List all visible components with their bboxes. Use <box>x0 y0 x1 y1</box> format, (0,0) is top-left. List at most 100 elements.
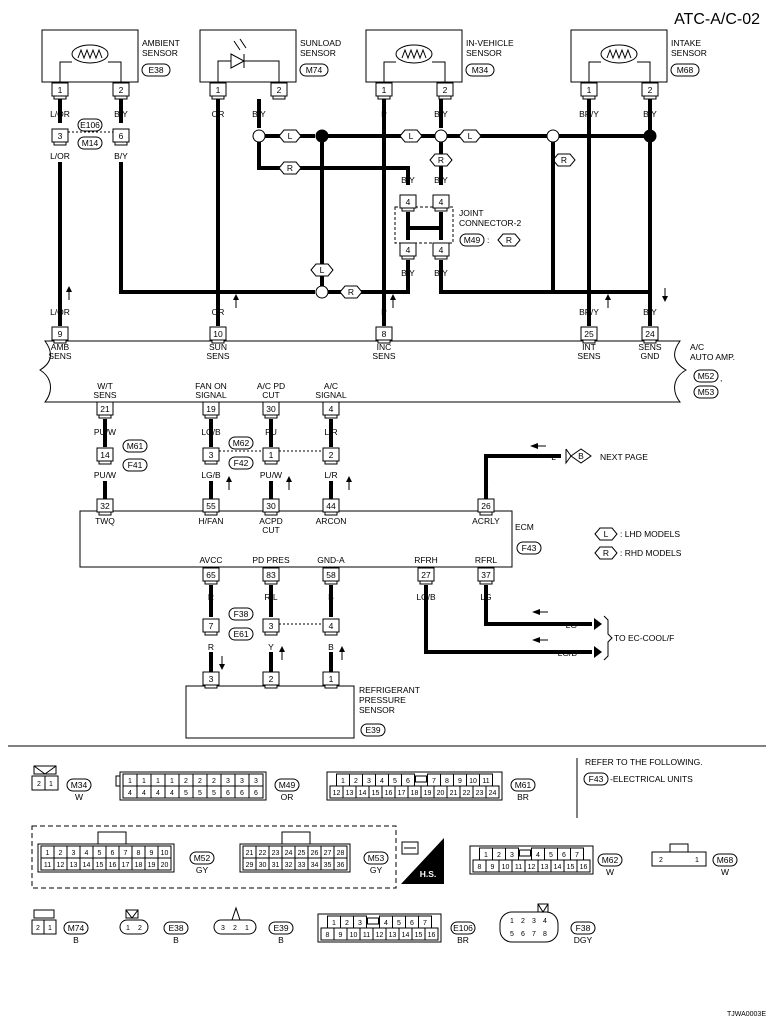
amp-bottom-pin-21-tab <box>98 414 112 419</box>
ecm-top-pin-26-number: 26 <box>481 501 491 511</box>
option-tag-rhd-2 <box>339 285 363 299</box>
connector-view-m53-cell-label-23: 23 <box>272 850 280 857</box>
connector-m62-pin-1-tab <box>264 460 278 465</box>
connector-view-m53-cell-label-25: 25 <box>298 850 306 857</box>
connector-view-e106-cell-label-10: 10 <box>350 932 358 939</box>
auto-amp-connector-m52 <box>693 369 719 383</box>
connector-view-m62-cell-label-11: 11 <box>515 864 522 871</box>
amp-top-pin-24-tab <box>643 339 657 344</box>
int-route-point <box>546 129 560 143</box>
connector-view-m61-cell-24 <box>485 785 500 799</box>
connector-e61-pin-4-number: 4 <box>329 621 334 631</box>
connector-view-m74-id <box>63 921 89 935</box>
connector-view-m53-cell-label-21: 21 <box>246 850 254 857</box>
signal-arrow-gnd <box>662 296 668 302</box>
connector-view-m49-cell-label-2: 2 <box>198 778 202 785</box>
connector-view-m52-cell-label-19: 19 <box>148 862 156 869</box>
sensor-m68-pin-1-number: 1 <box>587 85 592 95</box>
connector-view-m62-cell-label-9: 9 <box>491 864 495 871</box>
sensor-m74-body <box>199 29 297 83</box>
connector-view-f38-pin-1: 1 <box>510 918 514 925</box>
connector-e61-pin-7-number: 7 <box>209 621 214 631</box>
signal-arrow-sun <box>233 294 239 300</box>
wire-color-next-page: L <box>551 452 556 462</box>
connector-view-m53-cell-label-27: 27 <box>324 850 332 857</box>
connector-view-m61-cell-label-9: 9 <box>458 778 462 785</box>
ecm-top-pin-32-number: 32 <box>100 501 110 511</box>
option-tag-lhd-4-text: L <box>468 131 473 141</box>
connector-view-e38-pin-1: 1 <box>126 925 130 932</box>
connector-view-m61-cell-label-14: 14 <box>359 790 367 797</box>
connector-view-m49-cell-label-6: 6 <box>226 790 230 797</box>
connector-view-m53-cell-label-32: 32 <box>285 862 293 869</box>
sensor-m34-pin-1-number: 1 <box>382 85 387 95</box>
connector-m61-id-text: M61 <box>127 441 144 451</box>
amp-top-pin-10-number: 10 <box>213 329 223 339</box>
ecm-bottom-pin-27-tab <box>419 580 433 585</box>
connector-view-e106-latch <box>367 917 379 925</box>
wire-color-rfrl: LG <box>480 592 491 602</box>
image-code: TJWA0003E <box>727 1011 766 1018</box>
connector-view-m61-cell-label-2: 2 <box>354 778 358 785</box>
connector-view-m68-color: W <box>721 867 729 877</box>
connector-view-m53-cell-36 <box>333 857 348 871</box>
ecm-bottom-pin-58-tab <box>324 580 338 585</box>
pressure-sensor-pin-1-tab <box>324 684 338 689</box>
wire-color-pdpres-2: Y <box>268 642 274 652</box>
connector-view-m53-id <box>363 851 389 865</box>
connector-view-e106-cell-label-14: 14 <box>402 932 410 939</box>
connector-view-m49-id <box>274 778 300 792</box>
ecm-top-pin-label-26: ACRLY <box>472 516 500 526</box>
connector-view-m61-cell-label-3: 3 <box>367 778 371 785</box>
connector-view-m52-cell-label-12: 12 <box>57 862 65 869</box>
connector-view-m52-cell-label-15: 15 <box>96 862 104 869</box>
joint-connector-frame <box>394 206 454 244</box>
connector-m14-pin-3-tab <box>53 141 67 146</box>
wire-sun-r-route <box>257 142 410 185</box>
auto-amp-body <box>39 340 688 403</box>
ecm-top-pin-26-tab <box>479 511 493 516</box>
connector-view-m49-cell-label-6: 6 <box>240 790 244 797</box>
auto-amp-separator: , <box>720 373 722 383</box>
connector-view-m52-cell-label-1: 1 <box>46 850 50 857</box>
ecm-top-pin-44-number: 44 <box>326 501 336 511</box>
connector-view-m49-cell-label-4: 4 <box>156 790 160 797</box>
wire-rfrl <box>484 585 592 626</box>
connector-view-m52-cell-label-20: 20 <box>161 862 169 869</box>
pressure-sensor-pin-2-tab <box>264 684 278 689</box>
connector-view-m62-cell-label-12: 12 <box>528 864 536 871</box>
amp-top-pin-9-number: 9 <box>58 329 63 339</box>
option-tag-lhd-1-text: L <box>288 131 293 141</box>
connector-view-m62-cell-label-7: 7 <box>575 852 579 859</box>
option-tag-rhd-4 <box>552 153 576 167</box>
connector-view-m49-cell-label-3: 3 <box>254 778 258 785</box>
sensor-m68-connector-id-text: M68 <box>677 65 694 75</box>
connector-view-m52-cell-label-8: 8 <box>137 850 141 857</box>
pressure-sensor-connector-id-text: E39 <box>365 725 380 735</box>
ecm-body <box>79 510 513 568</box>
ecm-connector-id-text: F43 <box>522 543 537 553</box>
connector-view-m68-id-text: M68 <box>717 855 734 865</box>
connector-view-e39-id-text: E39 <box>273 923 288 933</box>
connector-m62-pin-2-tab <box>324 460 338 465</box>
wire-joint-gnd-bus <box>439 260 650 294</box>
auto-amp-connector-m52-text: M52 <box>698 371 715 381</box>
connector-view-e39-color: B <box>278 935 284 945</box>
connector-m62-id <box>228 436 254 450</box>
connector-view-m68-id <box>712 853 738 867</box>
legend-lhd-tag <box>594 527 618 541</box>
connector-view-m49-cell-label-3: 3 <box>240 778 244 785</box>
connector-m62-id-text: M62 <box>233 438 250 448</box>
connector-view-m52-cell-label-11: 11 <box>44 862 51 869</box>
wire-color-ambient-1: L/OR <box>50 109 70 119</box>
refer-text: REFER TO THE FOLLOWING. <box>585 757 703 767</box>
connector-view-m74-latch <box>33 909 55 919</box>
connector-view-m53-cell-label-26: 26 <box>311 850 319 857</box>
connector-view-m53-latch <box>281 831 311 845</box>
connector-view-e38-id <box>163 921 189 935</box>
amp-bottom-pin-30-tab <box>264 414 278 419</box>
